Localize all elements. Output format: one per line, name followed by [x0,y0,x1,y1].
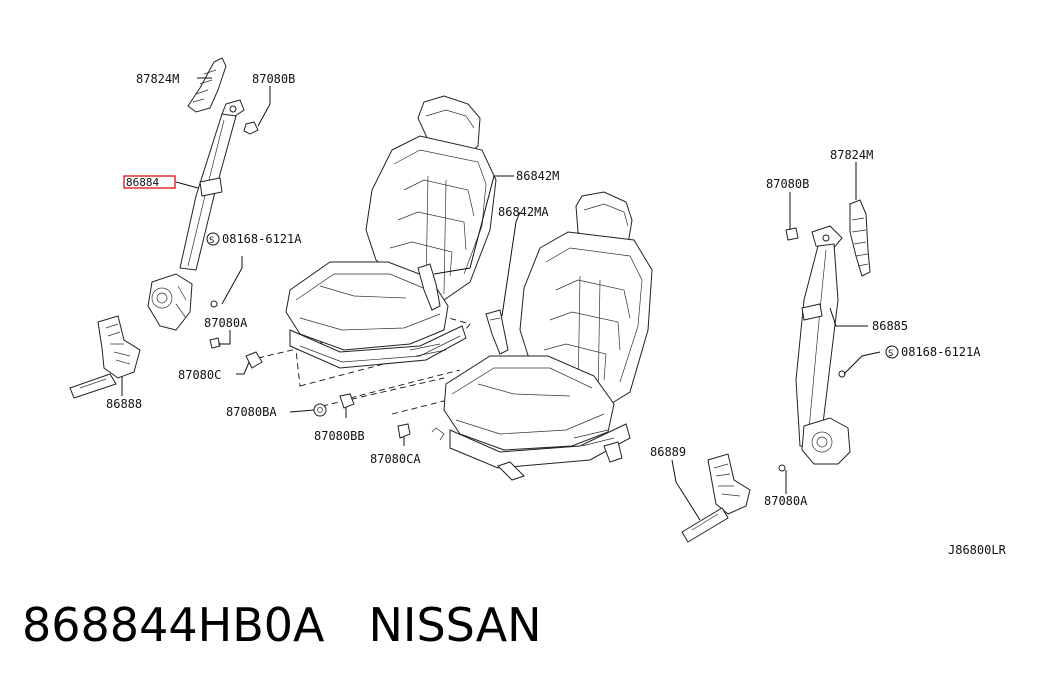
clip-87080ba [313,403,327,417]
label-87824m-right: 87824M [830,148,873,162]
label-87080bb: 87080BB [314,429,365,443]
label-86889: 86889 [650,445,686,459]
part-labels: 87824M 87080B 86884 S 08168-6121A 87080A… [106,72,1007,557]
label-86842ma: 86842MA [498,205,549,219]
right-leader-lines [671,162,881,521]
clip-87080bb [339,393,355,409]
label-87824m-left: 87824M [136,72,179,86]
label-86888: 86888 [106,397,142,411]
right-height-adjuster [849,199,871,277]
label-87080a-left: 87080A [204,316,248,330]
clip-87080ca [397,423,411,439]
label-87080a-right: 87080A [764,494,808,508]
svg-text:S: S [888,349,893,359]
seat-front-right [431,191,653,481]
part-caption: 868844HB0A NISSAN [22,598,542,652]
left-bolt-87080b [243,121,259,135]
clip-87080c [245,351,263,369]
left-retractor [147,273,193,331]
label-87080ca: 87080CA [370,452,421,466]
brand-name: NISSAN [368,598,542,652]
highlight-box-86884 [123,175,176,189]
svg-text:S: S [209,236,214,246]
label-86842m: 86842M [516,169,559,183]
part-number: 868844HB0A [22,598,325,652]
label-08168-6121a-right: 08168-6121A [901,345,981,359]
label-87080b-right: 87080B [766,177,809,191]
label-86885: 86885 [872,319,908,333]
right-bolt-87080b [785,227,799,241]
seat-back-left [285,95,497,369]
label-87080ba: 87080BA [226,405,277,419]
clips [245,351,411,439]
label-08168-6121a-left: 08168-6121A [222,232,302,246]
parts-diagram: 87824M 87080B 86884 S 08168-6121A 87080A… [69,57,1007,557]
diagram-code: J86800LR [948,543,1007,557]
right-buckle-86889 [707,453,751,515]
right-retractor [801,417,851,465]
middle-leader-lines [433,175,521,317]
left-buckle-86888 [97,315,141,379]
right-seat-belt-assembly [681,199,871,543]
left-height-adjuster [187,57,227,113]
label-87080b-left: 87080B [252,72,295,86]
label-87080c: 87080C [178,368,221,382]
label-86884: 86884 [126,176,159,189]
left-seat-belt-assembly [69,57,259,399]
